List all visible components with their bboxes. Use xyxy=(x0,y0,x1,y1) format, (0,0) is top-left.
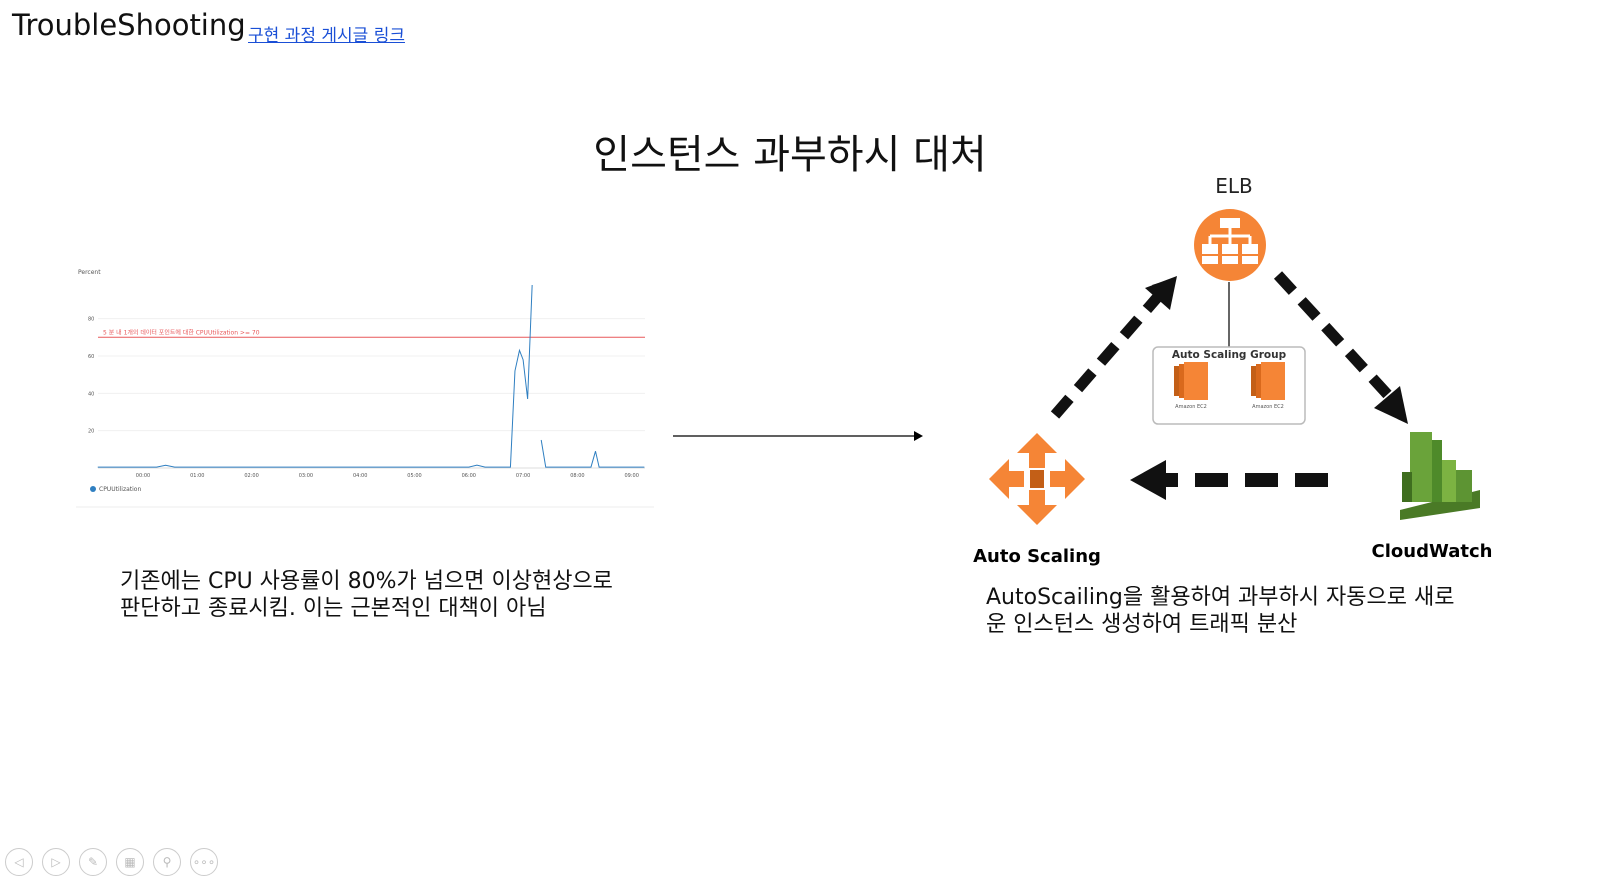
x-tick-label: 00:00 xyxy=(136,473,150,479)
auto-scaling-icon xyxy=(989,433,1085,525)
arrow-autoscaling-to-elb xyxy=(1050,276,1177,419)
auto-scaling-group-box: Auto Scaling Group Amazon EC2 Amazon EC2 xyxy=(1152,346,1306,425)
zoom-button[interactable]: ⚲ xyxy=(153,848,181,876)
x-tick-label: 07:00 xyxy=(516,473,530,479)
y-tick-label: 60 xyxy=(88,354,94,360)
svg-text:Amazon EC2: Amazon EC2 xyxy=(1175,404,1207,410)
elb-icon xyxy=(1194,209,1266,281)
autoscaling-diagram: ELB Auto Scaling Group Amazon EC2 Amazon… xyxy=(973,174,1493,567)
left-description: 기존에는 CPU 사용률이 80%가 넘으면 이상현상으로 판단하고 종료시킴.… xyxy=(120,569,613,621)
x-tick-label: 02:00 xyxy=(244,473,258,479)
legend-swatch xyxy=(90,486,96,492)
triangle-right-icon: ▷ xyxy=(51,855,61,869)
y-axis-label: Percent xyxy=(78,269,101,276)
slideshow-toolbar: ◁ ▷ ✎ ▦ ⚲ ∘∘∘ xyxy=(5,848,218,876)
slide-title: TroubleShooting xyxy=(12,8,246,42)
pen-icon: ✎ xyxy=(87,855,99,869)
asg-label: Auto Scaling Group xyxy=(1172,349,1287,361)
x-tick-label: 06:00 xyxy=(462,473,476,479)
arrow-cloudwatch-to-autoscaling xyxy=(1130,460,1328,500)
auto-scaling-label: Auto Scaling xyxy=(973,546,1101,567)
legend-label: CPUUtilization xyxy=(99,486,141,493)
arrow-elb-to-cloudwatch xyxy=(1273,271,1408,424)
triangle-left-icon: ◁ xyxy=(14,855,24,869)
more-icon: ∘∘∘ xyxy=(192,855,216,869)
x-tick-label: 08:00 xyxy=(570,473,584,479)
ec2-icon: Amazon EC2 xyxy=(1251,362,1285,410)
y-tick-label: 20 xyxy=(88,429,94,435)
x-tick-label: 03:00 xyxy=(299,473,313,479)
cloudwatch-label: CloudWatch xyxy=(1372,541,1493,562)
slide-heading: 인스턴스 과부하시 대처 xyxy=(593,132,987,178)
cloudwatch-icon xyxy=(1400,432,1480,520)
x-tick-label: 04:00 xyxy=(353,473,367,479)
right-description: AutoScailing을 활용하여 과부하시 자동으로 새로운 인스턴스 생성… xyxy=(986,585,1455,637)
ec2-icon: Amazon EC2 xyxy=(1174,362,1208,410)
previous-slide-button[interactable]: ◁ xyxy=(5,848,33,876)
magnifier-icon: ⚲ xyxy=(162,855,172,869)
x-tick-label: 09:00 xyxy=(624,473,638,479)
next-slide-button[interactable]: ▷ xyxy=(42,848,70,876)
see-all-slides-button[interactable]: ▦ xyxy=(116,848,144,876)
y-tick-label: 40 xyxy=(88,391,94,397)
pen-button[interactable]: ✎ xyxy=(79,848,107,876)
elb-label: ELB xyxy=(1215,174,1253,198)
x-tick-label: 01:00 xyxy=(190,473,204,479)
svg-text:Amazon EC2: Amazon EC2 xyxy=(1252,404,1284,410)
cpu-utilization-line xyxy=(540,439,645,468)
more-options-button[interactable]: ∘∘∘ xyxy=(190,848,218,876)
transition-arrow xyxy=(673,431,923,441)
cpu-utilization-line xyxy=(97,285,533,468)
cpu-utilization-chart: Percent 20 40 60 80 00:00 01:00 02:00 03:00 04:… xyxy=(76,269,654,508)
slides-grid-icon: ▦ xyxy=(124,855,136,869)
threshold-label: 5 분 내 1개의 데이터 포인트에 대한 CPUUtilization >= … xyxy=(103,328,260,336)
x-tick-label: 05:00 xyxy=(407,473,421,479)
implementation-post-link[interactable]: 구현 과정 게시글 링크 xyxy=(248,26,405,46)
y-tick-label: 80 xyxy=(88,317,94,323)
